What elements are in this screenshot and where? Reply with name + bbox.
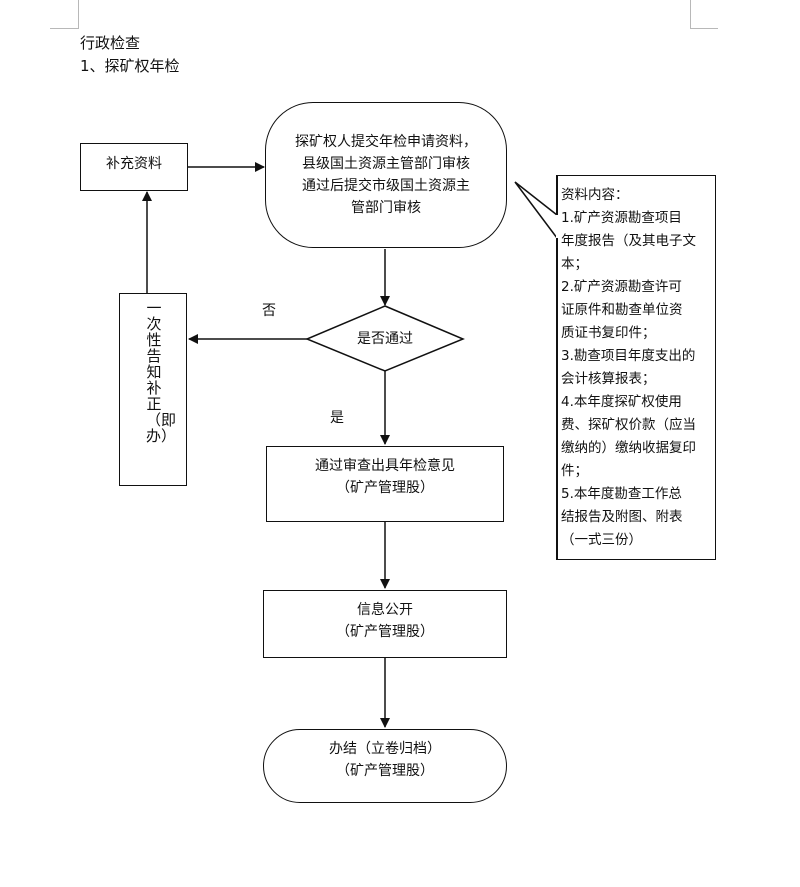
decision-diamond <box>305 305 465 372</box>
materials-note-line-11: 缴纳的）缴纳收据复印 <box>561 440 696 456</box>
crop-mark-top-left-horizontal <box>50 28 79 29</box>
materials-note-line-9: 4.本年度探矿权使用 <box>561 394 682 410</box>
supplement-materials-box: 补充资料 <box>80 143 188 191</box>
subsection-title: 1、探矿权年检 <box>80 57 180 75</box>
crop-mark-top-right-horizontal <box>690 28 718 29</box>
materials-note-line-4: 2.矿产资源勘查许可 <box>561 279 682 295</box>
one-time-notification-label: 一次性告知补正（即办） <box>146 299 177 445</box>
information-disclosure-line-2: （矿产管理股） <box>336 624 434 640</box>
materials-note-line-15: （一式三份） <box>561 532 642 548</box>
start-node-line-3: 通过后提交市级国土资源主 <box>302 178 470 194</box>
start-node-submit-application: 探矿权人提交年检申请资料， 县级国土资源主管部门审核 通过后提交市级国土资源主 … <box>265 102 507 248</box>
materials-note-line-12: 件； <box>561 463 588 479</box>
information-disclosure-box: 信息公开 （矿产管理股） <box>263 590 507 658</box>
materials-note-line-13: 5.本年度勘查工作总 <box>561 486 682 502</box>
materials-note-line-6: 质证书复印件； <box>561 325 656 341</box>
branch-yes-label: 是 <box>330 410 344 426</box>
finish-node-line-1: 办结（立卷归档） <box>329 741 441 757</box>
materials-note-line-10: 费、探矿权价款（应当 <box>561 417 696 433</box>
note-callout-tail <box>514 181 558 239</box>
one-time-notification-box: 一次性告知补正（即办） <box>119 293 187 486</box>
finish-node-filing: 办结（立卷归档） （矿产管理股） <box>263 729 507 803</box>
finish-node-line-2: （矿产管理股） <box>336 763 434 779</box>
start-node-line-1: 探矿权人提交年检申请资料， <box>295 134 477 150</box>
supplement-materials-label: 补充资料 <box>106 156 162 172</box>
materials-note-left-border-top <box>556 175 558 215</box>
materials-note-line-5: 证原件和勘查单位资 <box>561 302 683 318</box>
review-opinion-line-1: 通过审查出具年检意见 <box>315 458 455 474</box>
materials-note-line-3: 本； <box>561 256 588 272</box>
review-opinion-line-2: （矿产管理股） <box>336 480 434 496</box>
materials-note-title: 资料内容： <box>561 187 629 203</box>
review-opinion-box: 通过审查出具年检意见 （矿产管理股） <box>266 446 504 522</box>
materials-note-line-7: 3.勘查项目年度支出的 <box>561 348 696 364</box>
start-node-line-2: 县级国土资源主管部门审核 <box>302 156 470 172</box>
decision-label: 是否通过 <box>357 331 413 347</box>
materials-content-note: 资料内容： 1.矿产资源勘查项目 年度报告（及其电子文 本； 2.矿产资源勘查许… <box>556 175 716 560</box>
materials-note-line-1: 1.矿产资源勘查项目 <box>561 210 682 226</box>
crop-mark-top-left-vertical <box>78 0 79 28</box>
information-disclosure-line-1: 信息公开 <box>357 602 413 618</box>
crop-mark-top-right-vertical <box>690 0 691 28</box>
materials-note-left-border-bottom <box>556 238 558 560</box>
section-title: 行政检查 <box>80 34 141 52</box>
materials-note-line-14: 结报告及附图、附表 <box>561 509 683 525</box>
branch-no-label: 否 <box>262 303 276 319</box>
start-node-line-4: 管部门审核 <box>351 200 421 216</box>
materials-note-line-8: 会计核算报表； <box>561 371 656 387</box>
materials-note-line-2: 年度报告（及其电子文 <box>561 233 696 249</box>
